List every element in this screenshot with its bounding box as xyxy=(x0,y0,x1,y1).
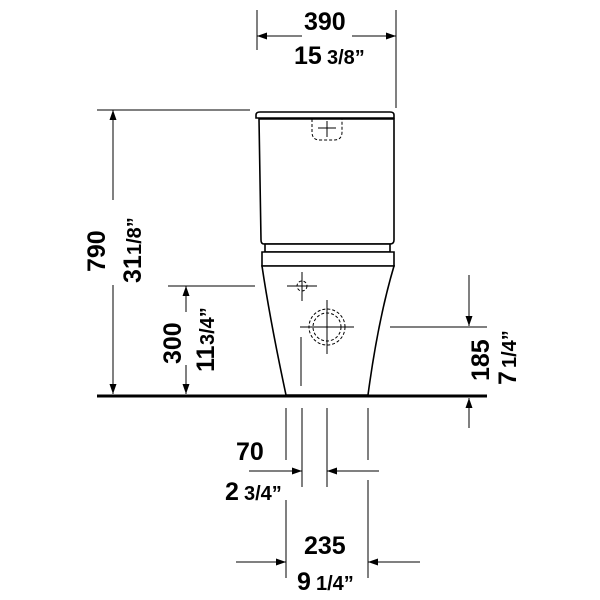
outlet-marker xyxy=(300,300,354,354)
width-inch-frac: 3/8” xyxy=(327,47,365,69)
tank-band xyxy=(264,243,391,253)
outlet-offset-inch-whole: 2 xyxy=(225,478,239,506)
tank-lid xyxy=(255,111,395,119)
outlet-height-inch-whole: 7 xyxy=(494,371,522,385)
inlet-marker xyxy=(287,272,317,301)
width-inch-whole: 15 xyxy=(294,42,322,70)
tank xyxy=(258,118,395,245)
outlet-height-mm: 185 xyxy=(467,339,495,381)
outlet-offset-dimension: 70 2 3/4” xyxy=(225,408,379,506)
outlet-height-dimension: 185 7 1/4” xyxy=(390,275,522,428)
height-dimension: 790 31 1/8” xyxy=(83,109,250,394)
base-width-mm: 235 xyxy=(304,532,346,560)
width-mm: 390 xyxy=(304,8,346,36)
width-dimension: 390 15 3/8” xyxy=(256,8,397,108)
base-width-dimension: 235 9 1/4” xyxy=(236,480,420,596)
inlet-height-dimension: 300 11 3/4” xyxy=(159,285,255,394)
pedestal xyxy=(261,265,396,396)
inlet-height-inch-whole: 11 xyxy=(192,345,220,372)
height-mm: 790 xyxy=(83,230,111,272)
outlet-offset-mm: 70 xyxy=(236,438,264,466)
outlet-offset-inch-frac: 3/4” xyxy=(244,483,282,505)
base-width-inch-frac: 1/4” xyxy=(316,573,354,595)
height-inch-whole: 31 xyxy=(119,255,147,283)
inlet-height-mm: 300 xyxy=(159,322,187,364)
outlet-height-inch-frac: 1/4” xyxy=(499,330,521,368)
pedestal-band xyxy=(261,251,395,267)
toilet-outline xyxy=(255,111,396,396)
base-width-inch-whole: 9 xyxy=(297,568,311,596)
flush-button-dashed xyxy=(311,119,343,141)
height-inch-frac: 1/8” xyxy=(124,217,146,255)
inlet-height-inch-frac: 3/4” xyxy=(197,307,219,345)
